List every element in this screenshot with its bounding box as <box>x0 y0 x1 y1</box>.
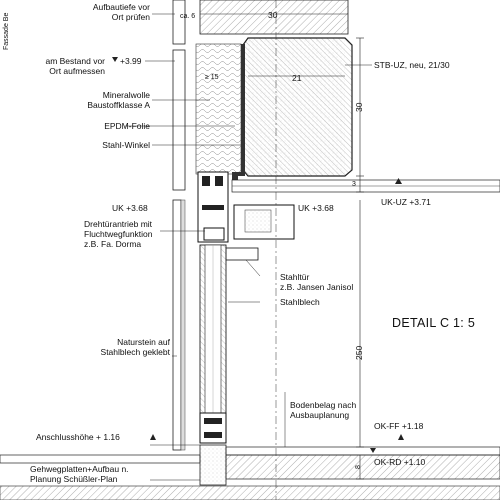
facade-wall <box>172 49 186 191</box>
dim-8: 8 <box>355 465 362 469</box>
aufbautiefe-label-2: Ort prüfen <box>111 12 150 22</box>
epdm-label: EPDM-Folie <box>104 121 150 131</box>
dim-3: 3 <box>352 181 356 188</box>
level-399-label: +3.99 <box>120 56 142 66</box>
stahlblech-label: Stahlblech <box>280 297 320 307</box>
mineral-wool <box>195 43 242 175</box>
bodenbelag-label-1: Bodenbelag nach <box>290 400 357 410</box>
okrd-label: OK-RD +1.10 <box>374 457 426 467</box>
facade-wall-top <box>172 0 186 45</box>
steel-angle <box>232 44 245 190</box>
anschluss-label: Anschlusshöhe + 1.16 <box>36 432 120 442</box>
antrieb-label-2: Fluchtwegfunktion <box>84 229 153 239</box>
pavement-slabs <box>0 454 201 464</box>
dim-250: 250 <box>354 345 364 360</box>
uk-uz-label: UK-UZ +3.71 <box>381 197 431 207</box>
mineralwolle-label-2: Baustoffklasse A <box>87 100 150 110</box>
antrieb-label-3: z.B. Fa. Dorma <box>84 239 142 249</box>
stahltuer-label-1: Stahltür <box>280 272 310 282</box>
facade-label: Fassade Be <box>3 12 10 50</box>
stahlwinkel-label: Stahl-Winkel <box>102 140 150 150</box>
gehweg-label-2: Planung Schüßler-Plan <box>30 474 118 484</box>
bestand-label-1: am Bestand vor <box>45 56 105 66</box>
floor-build-up <box>225 454 500 480</box>
dim-30-right: 30 <box>354 102 364 112</box>
aufbautiefe-label-1: Aufbautiefe vor <box>92 2 150 12</box>
level-marker-uz <box>395 178 402 184</box>
bestand-label-2: Ort aufmessen <box>49 66 105 76</box>
uk-368-mid: UK +3.68 <box>298 203 334 213</box>
stahltuer-label-2: z.B. Jansen Janisol <box>280 282 354 292</box>
dim-21: 21 <box>292 73 302 83</box>
bodenbelag-label-2: Ausbauplanung <box>290 410 350 420</box>
naturstein-label-1: Naturstein auf <box>117 337 170 347</box>
existing-slab <box>199 0 349 35</box>
ca6-label: ca. 6 <box>180 13 196 20</box>
level-marker-399 <box>112 57 118 62</box>
detail-title: DETAIL C 1: 5 <box>392 316 476 330</box>
uk-368-left: UK +3.68 <box>112 203 148 213</box>
naturstein-label-2: Stahlblech geklebt <box>100 347 170 357</box>
stone-cladding <box>172 199 182 451</box>
okff-label: OK-FF +1.18 <box>374 421 424 431</box>
ge15-label: ≥ 15 <box>205 74 219 81</box>
floor-finish <box>225 446 500 456</box>
mineralwolle-label-1: Mineralwolle <box>102 90 150 100</box>
stb-uz-label: STB-UZ, neu, 21/30 <box>374 60 450 70</box>
gehweg-label-1: Gehwegplatten+Aufbau n. <box>30 464 129 474</box>
dim-30-top: 30 <box>268 10 278 20</box>
antrieb-label-1: Drehtürantrieb mit <box>84 219 153 229</box>
